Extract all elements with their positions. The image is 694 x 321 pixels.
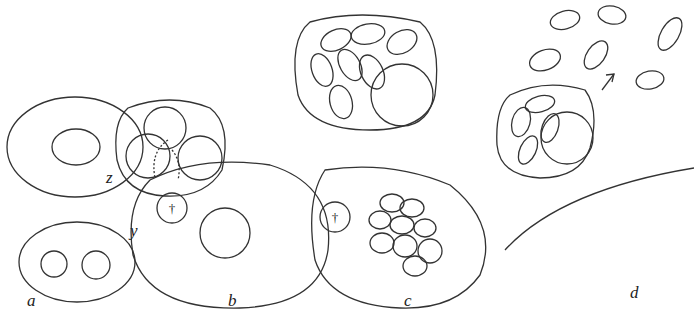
dagger-mark: † [332, 211, 339, 224]
figure-letter: z [106, 169, 113, 186]
figure-letter: b [228, 292, 237, 309]
figure-letter: y [130, 222, 138, 239]
figure-letter: c [404, 292, 412, 309]
figure-letter: a [27, 292, 36, 309]
figure-letter: d [630, 284, 639, 301]
dagger-mark: † [169, 202, 176, 215]
